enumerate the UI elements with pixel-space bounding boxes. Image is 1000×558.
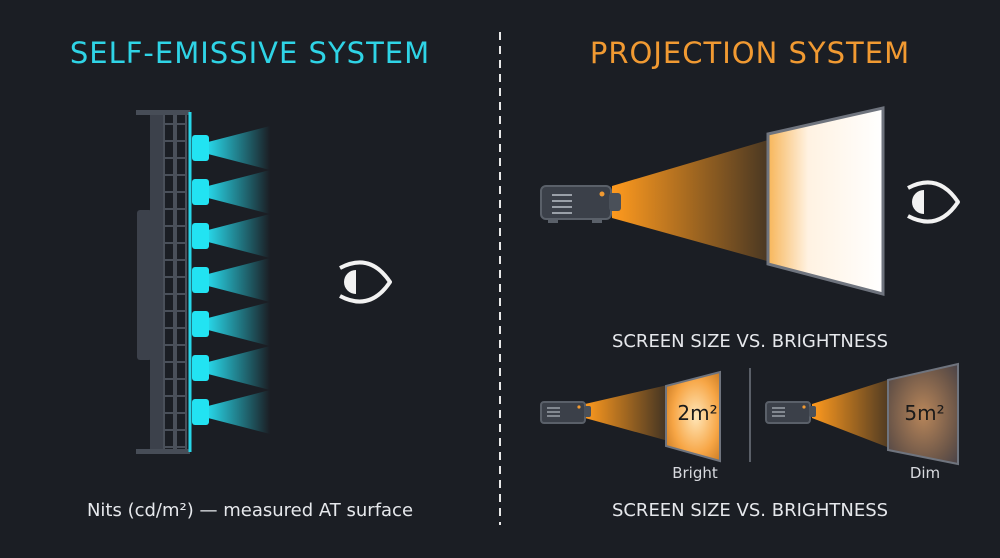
bright-example	[540, 370, 721, 463]
area-label-5m2: 5m²	[904, 401, 945, 425]
screen-size-caption-bottom: SCREEN SIZE VS. BRIGHTNESS	[611, 500, 889, 521]
light-beam	[208, 302, 270, 346]
projection-beam	[612, 135, 785, 266]
projector-icon	[540, 401, 591, 424]
light-beam	[208, 346, 270, 390]
area-label-2m2: 2m²	[677, 401, 718, 425]
led-panel-icon	[136, 110, 270, 454]
light-beam	[208, 258, 270, 302]
dim-label: Dim	[909, 464, 941, 482]
light-beam	[208, 390, 270, 434]
led-emitter	[192, 267, 209, 293]
light-beam	[208, 126, 270, 170]
led-emitter	[192, 399, 209, 425]
projection-screen	[766, 106, 885, 296]
self-emissive-title: SELF-EMISSIVE SYSTEM	[69, 36, 431, 70]
led-emitter	[192, 135, 209, 161]
bright-label: Bright	[672, 464, 718, 482]
screen-size-caption-top: SCREEN SIZE VS. BRIGHTNESS	[611, 331, 889, 352]
projector-icon	[765, 401, 816, 424]
projector-icon	[540, 185, 621, 223]
led-emitter	[192, 311, 209, 337]
dim-example	[765, 362, 959, 466]
eye-icon	[339, 260, 392, 304]
led-emitter	[192, 355, 209, 381]
led-emitter	[192, 179, 209, 205]
light-beam	[208, 214, 270, 258]
projection-title: PROJECTION SYSTEM	[589, 36, 911, 70]
led-emitter	[192, 223, 209, 249]
eye-icon	[907, 180, 960, 224]
nits-caption: Nits (cd/m²) — measured AT surface	[86, 500, 414, 521]
light-beam	[208, 170, 270, 214]
